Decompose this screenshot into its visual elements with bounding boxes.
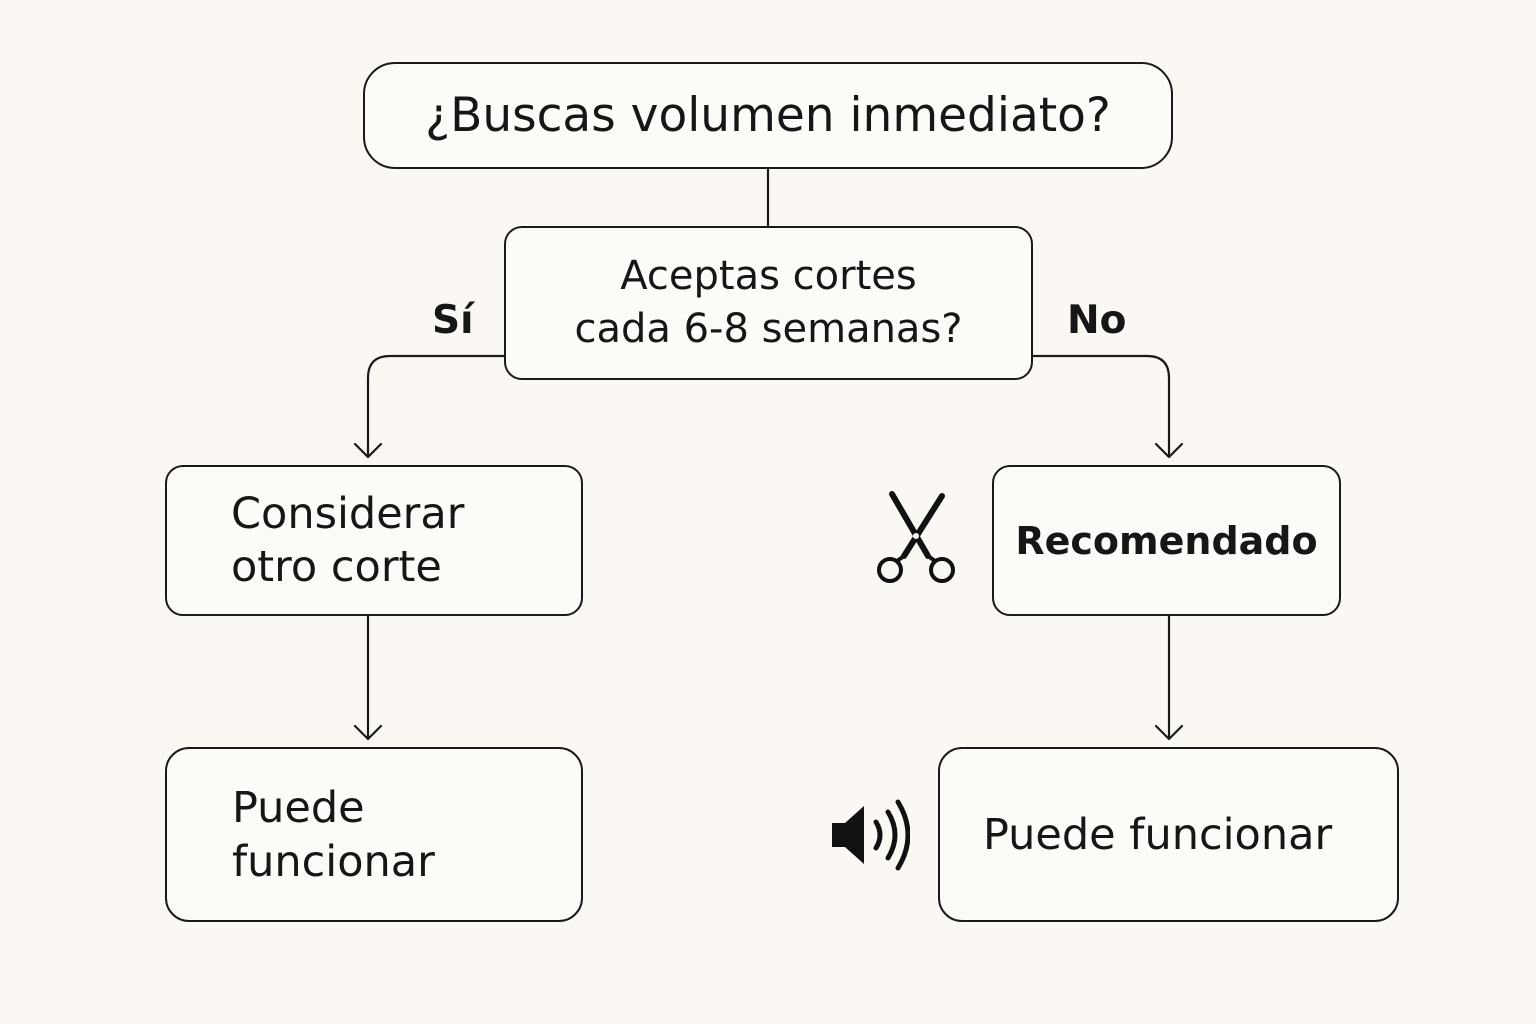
connector-no-branch xyxy=(1031,354,1171,458)
left-result-text: Puede funcionar xyxy=(232,782,435,887)
question-main-text: ¿Buscas volumen inmediato? xyxy=(425,88,1111,143)
arrowhead-left-down xyxy=(353,724,383,741)
branch-label-no: No xyxy=(1067,298,1127,343)
right-result-node: Puede funcionar xyxy=(938,747,1399,922)
right-step-node: Recomendado xyxy=(992,465,1341,616)
arrowhead-yes-branch xyxy=(353,442,383,459)
question-cuts-node: Aceptas cortes cada 6-8 semanas? xyxy=(504,226,1033,380)
left-result-node: Puede funcionar xyxy=(165,747,583,922)
branch-label-yes: Sí xyxy=(432,298,474,343)
speaker-volume-icon xyxy=(832,799,910,871)
arrowhead-right-down xyxy=(1154,724,1184,741)
left-step-node: Considerar otro corte xyxy=(165,465,583,616)
connector-yes-branch xyxy=(366,354,506,458)
question-main-node: ¿Buscas volumen inmediato? xyxy=(363,62,1173,169)
left-step-text: Considerar otro corte xyxy=(231,488,465,592)
right-result-text: Puede funcionar xyxy=(983,809,1333,860)
arrowhead-no-branch xyxy=(1154,442,1184,459)
right-step-text: Recomendado xyxy=(1015,518,1318,563)
scissors-icon xyxy=(877,491,955,583)
question-cuts-text: Aceptas cortes cada 6-8 semanas? xyxy=(574,253,963,352)
